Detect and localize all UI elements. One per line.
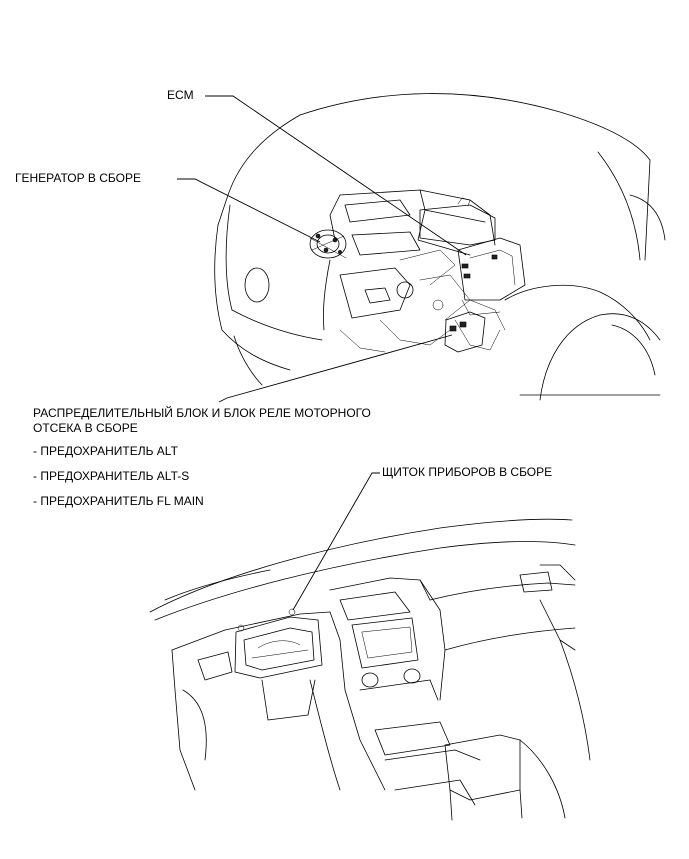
fuse-fl-main-label: - ПРЕДОХРАНИТЕЛЬ FL MAIN	[33, 494, 204, 508]
junction-block-label-line1: РАСПРЕДЕЛИТЕЛЬНЫЙ БЛОК И БЛОК РЕЛЕ МОТОР…	[33, 406, 371, 420]
junction-block-leader-line	[218, 334, 453, 403]
generator-leader-line	[177, 178, 321, 243]
fuse-alt-label: - ПРЕДОХРАНИТЕЛЬ ALT	[33, 444, 178, 458]
generator-label: ГЕНЕРАТОР В СБОРЕ	[15, 171, 141, 185]
dashboard-illustration	[149, 518, 591, 821]
ecm-leader-line	[205, 95, 467, 256]
ecm-label: ECM	[167, 88, 194, 102]
instrument-panel-leader-line	[292, 472, 380, 611]
engine-compartment-illustration	[214, 93, 666, 401]
junction-block-label-line2: ОТСЕКА В СБОРЕ	[33, 421, 138, 435]
fuse-alt-s-label: - ПРЕДОХРАНИТЕЛЬ ALT-S	[33, 469, 190, 483]
instrument-panel-label: ЩИТОК ПРИБОРОВ В СБОРЕ	[382, 465, 553, 479]
